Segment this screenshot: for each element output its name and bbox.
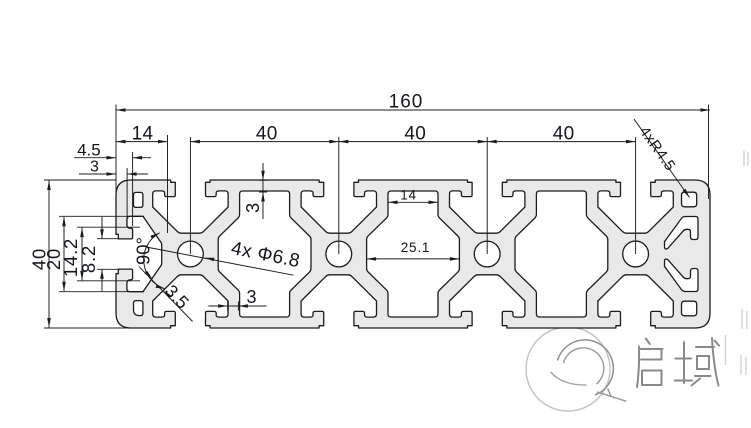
svg-text:14: 14: [132, 123, 154, 144]
svg-text:3: 3: [243, 203, 263, 213]
svg-text:8.2: 8.2: [78, 245, 99, 273]
svg-text:14.2: 14.2: [60, 238, 81, 277]
svg-text:40: 40: [553, 124, 575, 145]
svg-text:40: 40: [404, 124, 426, 145]
svg-text:20: 20: [43, 248, 64, 270]
svg-text:3: 3: [90, 158, 99, 175]
svg-text:40: 40: [256, 124, 278, 145]
svg-text:90°: 90°: [133, 237, 154, 265]
svg-text:4.5: 4.5: [77, 140, 101, 159]
svg-text:25.1: 25.1: [401, 240, 430, 255]
svg-text:14: 14: [400, 188, 417, 203]
svg-text:3: 3: [246, 287, 256, 307]
svg-text:160: 160: [389, 92, 424, 113]
svg-text:40: 40: [29, 248, 50, 270]
